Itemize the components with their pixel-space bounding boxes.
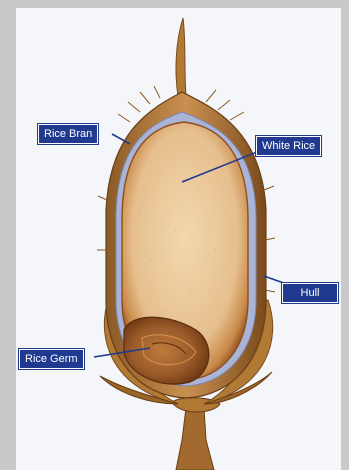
label-white-rice: White Rice [256,136,321,156]
label-rice-germ: Rice Germ [19,349,84,369]
label-hull: Hull [282,283,338,303]
label-rice-bran: Rice Bran [38,124,98,144]
